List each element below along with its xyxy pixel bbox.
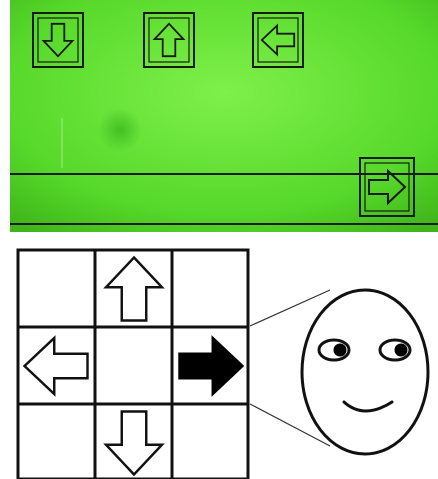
lcd-background bbox=[10, 0, 438, 232]
right-eye-icon bbox=[380, 340, 410, 360]
lcd-spot bbox=[98, 108, 142, 152]
left-eye-icon bbox=[319, 340, 349, 360]
lcd-display bbox=[10, 0, 438, 232]
smiley-face bbox=[302, 290, 428, 454]
direction-grid bbox=[18, 250, 248, 479]
face-outline bbox=[302, 290, 428, 454]
